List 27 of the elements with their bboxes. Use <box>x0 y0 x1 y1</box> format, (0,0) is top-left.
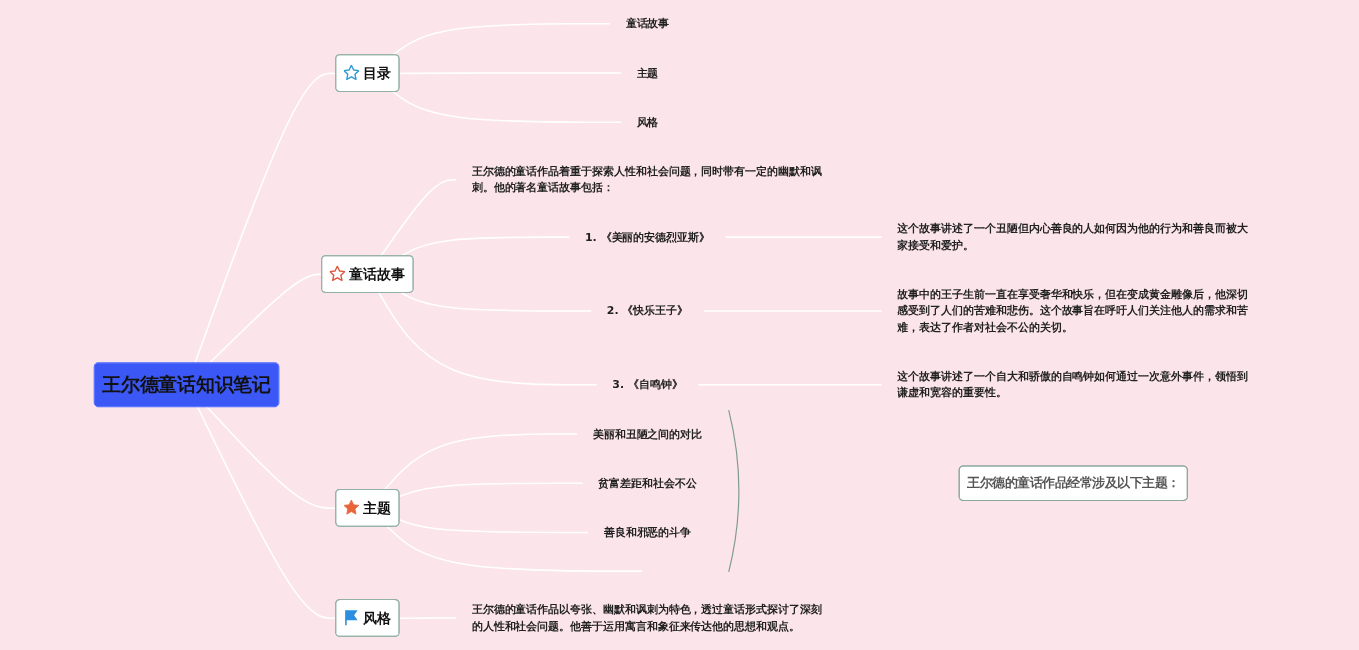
topic-text: 主题 <box>636 66 659 79</box>
branch-line <box>380 178 457 257</box>
topic-text: 童话故事 <box>625 17 670 30</box>
topic-text: 3. 《自鸣钟》 <box>612 378 683 391</box>
topic-text: 美丽和丑陋之间的对比 <box>592 427 703 440</box>
central-topic-box: 王尔德童话知识笔记 <box>93 362 280 408</box>
branch-line <box>392 91 622 124</box>
topic-text: 王尔德的童话作品着重于探索人性和社会问题，同时带有一定的幽默和讽刺。他的著名童话故事包括： <box>471 164 822 194</box>
branch-line <box>386 525 643 572</box>
topic-box: 风格 <box>335 599 400 637</box>
topic-text: 这个故事讲述了一个自大和骄傲的自鸣钟如何通过一次意外事件，领悟到谦虚和宽容的重要性。 <box>897 369 1248 399</box>
topic-box: 主题 <box>335 488 400 527</box>
branch-line <box>378 292 598 386</box>
topic-text: 风格 <box>636 115 659 129</box>
branch-line <box>400 292 592 312</box>
topic-text: 故事中的王子生前一直在享受奢华和快乐，但在变成黄金雕像后，他深切感受到了人们的苦难和悲伤。这个故事旨在呼吁人们关注他人的需求和苦难，表达了作者对社会不公的关切。 <box>897 287 1248 334</box>
topic-text: 1. 《美丽的安德烈亚斯》 <box>585 230 710 243</box>
topic-text: 这个故事讲述了一个丑陋但内心善良的人如何因为他的行为和善良而被大家接受和爱护。 <box>897 222 1248 252</box>
topic-text: 王尔德的童话作品以夸张、幽默和讽刺为特色，透过童话形式探讨了深刻的人性和社会问题。他善于运用寓言和象征来传达他的思想和观点。 <box>471 603 822 633</box>
branch-line <box>392 23 611 56</box>
topic-box: 目录 <box>335 54 400 92</box>
topic-text: 2. 《快乐王子》 <box>606 304 689 317</box>
branch-line <box>383 433 578 491</box>
topic-text: 善良和邪恶的斗争 <box>603 525 692 539</box>
topic-text: 贫富差距和社会不公 <box>598 476 697 490</box>
summary-box: 王尔德的童话作品经常涉及以下主题： <box>958 465 1188 501</box>
topic-box: 童话故事 <box>321 255 414 293</box>
